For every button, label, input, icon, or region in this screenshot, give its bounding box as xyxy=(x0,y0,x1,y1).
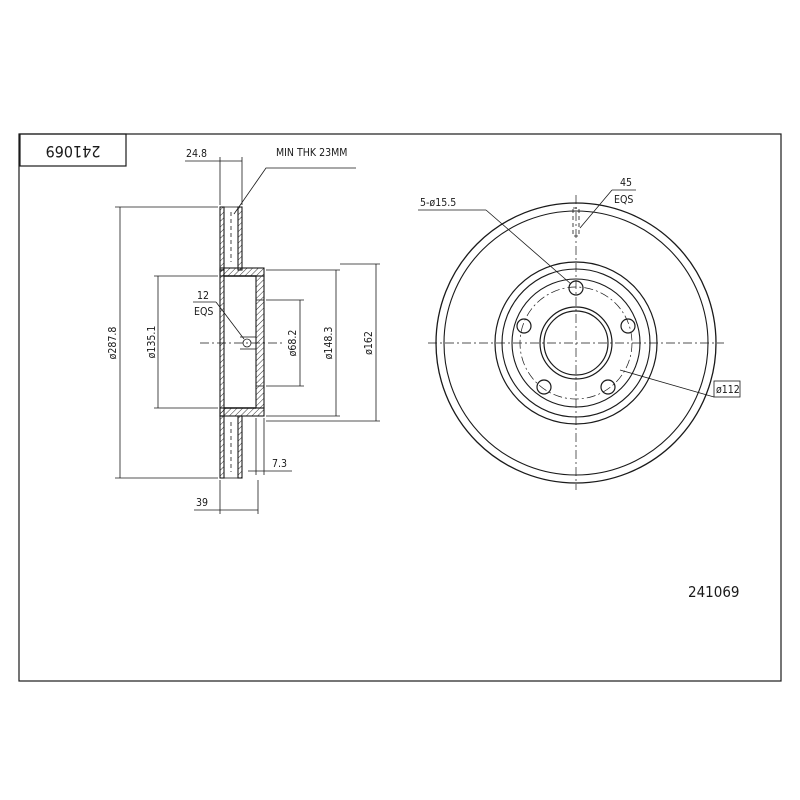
label-bolt-holes: 5-ø15.5 xyxy=(420,197,456,209)
label-width-top: 24.8 xyxy=(186,148,207,160)
center-bore xyxy=(543,310,609,376)
bolt-hole xyxy=(536,379,552,395)
title-part-number: 241069 xyxy=(46,142,101,161)
drawing-frame xyxy=(18,133,782,682)
side-section-view: 24.8 MIN THK 23MM ø287.8 ø135.1 12 EQS ø… xyxy=(107,147,380,514)
rotor-outer xyxy=(435,202,717,484)
label-side-eqs: EQS xyxy=(194,306,213,318)
hub-face xyxy=(511,278,641,408)
label-dia-outer: ø287.8 xyxy=(107,327,119,360)
label-width-bottom: 39 xyxy=(196,497,208,509)
title-block: 241069 xyxy=(19,133,127,167)
hat-outer xyxy=(494,261,658,425)
bolt-hole xyxy=(516,318,532,334)
label-front-eqs-count: 45 xyxy=(620,177,632,189)
center-bore-outer xyxy=(539,306,613,380)
label-front-eqs: EQS xyxy=(614,194,633,206)
label-bolt-circle: ø112 xyxy=(716,384,740,396)
label-hat-depth: 7.3 xyxy=(272,458,287,470)
label-dia-hat: ø148.3 xyxy=(323,327,335,360)
front-view: 5-ø15.5 45 EQS ø112 xyxy=(418,177,741,490)
part-number: 241069 xyxy=(688,583,740,601)
bolt-hole xyxy=(620,318,636,334)
label-side-eqs-count: 12 xyxy=(197,290,209,302)
label-dia-hat-outer: ø162 xyxy=(363,331,375,355)
label-dia-hub-face: ø135.1 xyxy=(146,326,158,359)
bolt-hole xyxy=(568,280,584,296)
label-dia-center-bore: ø68.2 xyxy=(287,330,299,357)
bolt-hole xyxy=(600,379,616,395)
label-min-thk: MIN THK 23MM xyxy=(276,147,347,159)
